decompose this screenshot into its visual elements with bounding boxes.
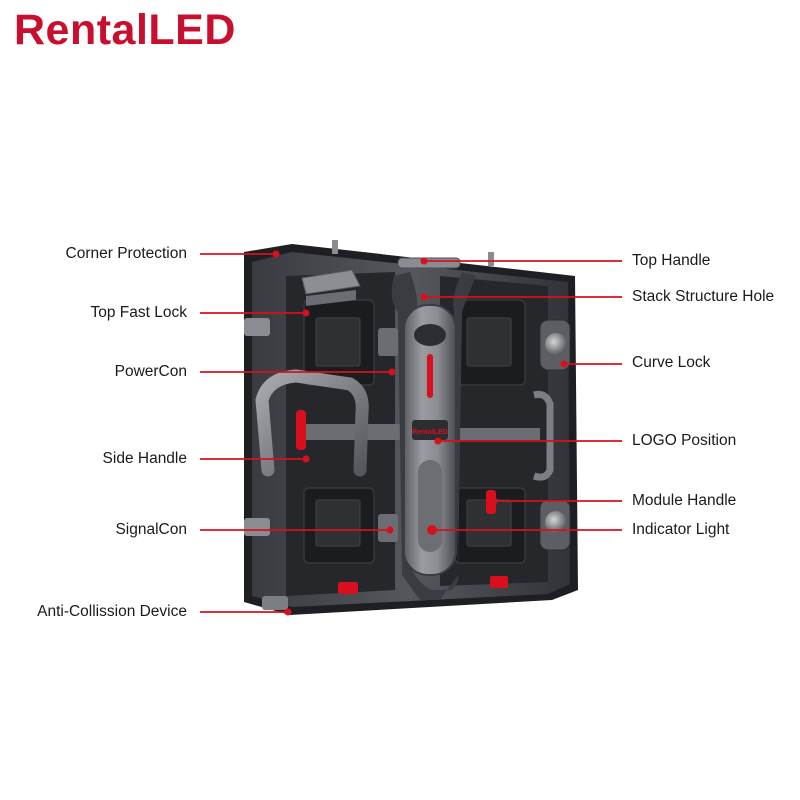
brand-logo: RentalLED	[14, 6, 236, 54]
callout-top-handle: Top Handle	[632, 252, 711, 269]
callout-side-handle: Side Handle	[102, 450, 187, 467]
callout-curve-lock: Curve Lock	[632, 354, 711, 371]
top-fast-lock-part	[301, 269, 361, 306]
curve-locks	[539, 319, 571, 551]
callout-signalcon: SignalCon	[115, 521, 187, 538]
callout-module-handle: Module Handle	[632, 492, 737, 509]
callout-logo-position: LOGO Position	[632, 432, 737, 449]
panel-logo: RentalLED	[412, 429, 447, 436]
callout-anti-collision-device: Anti-Collission Device	[37, 603, 187, 620]
callout-indicator-light: Indicator Light	[632, 521, 730, 538]
callout-stack-structure-hole: Stack Structure Hole	[632, 288, 775, 305]
callout-corner-protection: Corner Protection	[65, 245, 187, 262]
anti-collision-parts	[262, 576, 508, 610]
leader-lines	[200, 253, 622, 613]
cross-bar	[300, 424, 540, 440]
callout-powercon: PowerCon	[114, 363, 187, 380]
side-handle-part	[255, 369, 369, 477]
side-handle-grip	[296, 410, 306, 450]
callout-top-fast-lock: Top Fast Lock	[90, 304, 188, 321]
center-spine	[391, 272, 476, 600]
leader-dots	[272, 250, 568, 616]
